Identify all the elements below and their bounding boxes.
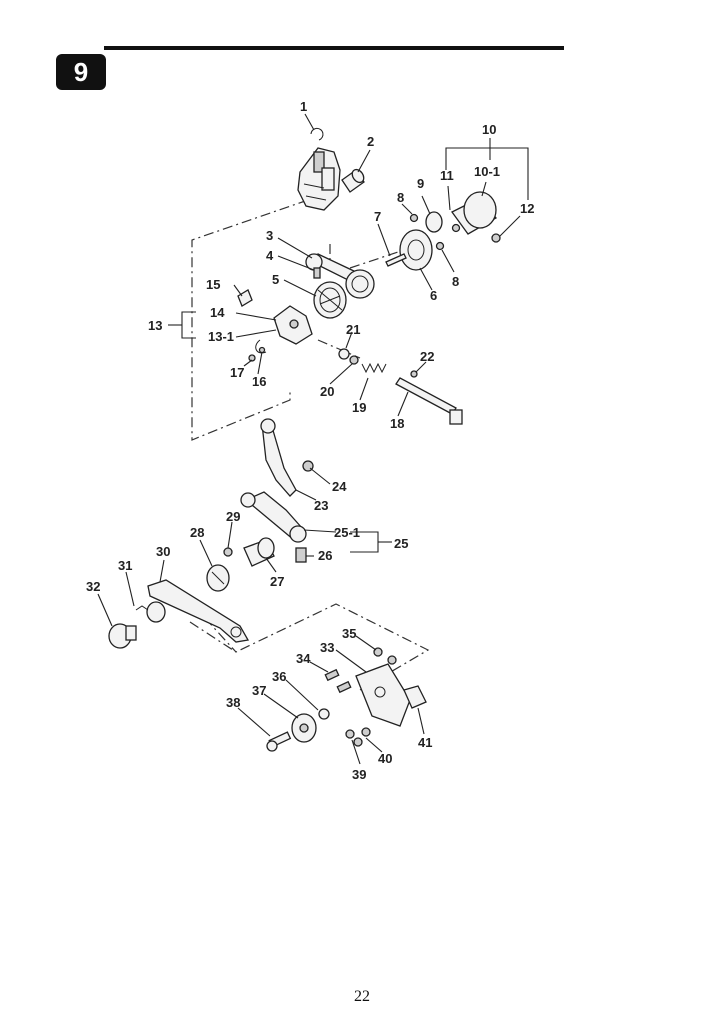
label-35: 35 [342,626,356,641]
label-5: 5 [272,272,279,287]
label-28: 28 [190,525,204,540]
label-27: 27 [270,574,284,589]
label-29: 29 [226,509,240,524]
label-32: 32 [86,579,100,594]
header-rule [104,46,564,50]
part-32-knob [108,623,137,649]
label-10-1: 10-1 [474,164,500,179]
label-34: 34 [296,651,311,666]
page-number: 22 [354,988,370,1005]
label-25: 25 [394,536,408,551]
label-11: 11 [440,168,454,183]
label-19: 19 [352,400,366,415]
label-10: 10 [482,122,496,137]
part-18-shaft [395,370,463,425]
label-31: 31 [118,558,132,573]
label-4: 4 [266,248,274,263]
part-2-pin [341,168,365,193]
label-2: 2 [367,134,374,149]
part-4-screw [313,267,321,279]
part-23-lever [260,418,314,497]
leader-lines [97,113,529,765]
label-39: 39 [352,767,366,782]
part-21-nut [338,348,350,360]
label-3: 3 [266,228,273,243]
part-41-bracket [403,685,427,709]
label-38: 38 [226,695,240,710]
label-9: 9 [417,176,424,191]
part-5-needle-bearing [313,281,347,319]
label-6: 6 [430,288,437,303]
label-41: 41 [418,735,432,750]
part-28-disc [206,564,230,592]
label-36: 36 [272,669,286,684]
label-23: 23 [314,498,328,513]
label-20: 20 [320,384,334,399]
part-36-washer [318,708,330,720]
part-3-connecting-rod [305,253,375,299]
label-13-1: 13-1 [208,329,234,344]
part-1-clip [310,127,324,141]
part-9-collar [425,211,443,233]
section-badge: 9 [56,54,106,90]
label-37: 37 [252,683,266,698]
label-7: 7 [374,209,381,224]
part-13-cam-bracket-assembly [237,289,313,362]
part-38-screw [266,731,292,752]
part-20-washer [349,355,359,365]
label-17: 17 [230,365,244,380]
label-15: 15 [206,277,220,292]
label-24: 24 [332,479,347,494]
part-top-bracket-assembly [297,147,341,211]
label-14: 14 [210,305,225,320]
label-22: 22 [420,349,434,364]
label-33: 33 [320,640,334,655]
part-6-eccentric-cam [399,229,433,271]
part-30-lever-plate [147,579,250,643]
label-1: 1 [300,99,307,114]
part-10-eccentric-assembly [451,191,501,243]
label-8-lower: 8 [452,274,459,289]
label-30: 30 [156,544,170,559]
label-25-1: 25-1 [334,525,360,540]
part-33-plate [355,647,411,727]
part-34-screws [324,668,352,694]
label-18: 18 [390,416,404,431]
part-37-eccentric-washer [291,713,317,743]
label-16: 16 [252,374,266,389]
part-25-lever-assembly [240,491,307,563]
part-27-roller [223,537,275,567]
part-39-40-screws-washers [345,727,371,747]
part-31-spring [135,601,166,623]
label-26: 26 [318,548,332,563]
label-13: 13 [148,318,162,333]
label-12: 12 [520,201,534,216]
part-7-pin [385,253,407,267]
callout-labels: 1 2 3 4 5 6 7 8 8 9 10 10-1 11 12 13 13-… [86,99,534,782]
label-21: 21 [346,322,360,337]
label-8-upper: 8 [397,190,404,205]
part-8-set-screws [409,213,445,251]
part-19-spring [361,362,387,374]
label-40: 40 [378,751,392,766]
